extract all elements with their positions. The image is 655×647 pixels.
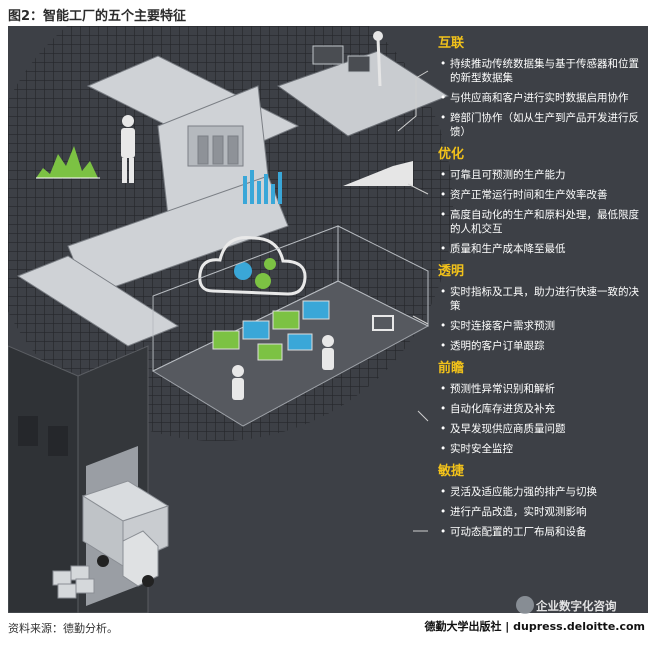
section-agile: 敏捷 灵活及适应能力强的排产与切换 进行产品改造，实时观测影响 可动态配置的工厂… <box>438 462 643 539</box>
callout-lines <box>397 70 429 532</box>
list-item: 实时连接客户需求预测 <box>438 319 643 333</box>
smart-factory-illustration <box>8 26 453 613</box>
list-item: 实时安全监控 <box>438 442 643 456</box>
list-item: 质量和生产成本降至最低 <box>438 242 643 256</box>
section-title: 透明 <box>438 264 465 279</box>
section-title: 前瞻 <box>438 361 465 376</box>
stacked-boxes <box>52 565 95 599</box>
list-item: 预测性异常识别和解析 <box>438 382 643 396</box>
white-trend-chart <box>343 161 413 186</box>
control-room <box>151 225 430 427</box>
watermark-logo-icon <box>516 596 534 614</box>
cloud-icon <box>198 235 307 296</box>
list-item: 自动化库存进货及补充 <box>438 402 643 416</box>
office-platform <box>276 31 450 137</box>
section-transparent: 透明 实时指标及工具，助力进行快速一致的决策 实时连接客户需求预测 透明的客户订… <box>438 262 643 353</box>
list-item: 跨部门协作（如从生产到产品开发进行反馈） <box>438 111 643 139</box>
worker-figure <box>121 115 135 183</box>
figure-title: 图2：智能工厂的五个主要特征 <box>8 9 187 24</box>
section-connected: 互联 持续推动传统数据集与基于传感器和位置的新型数据集 与供应商和客户进行实时数… <box>438 34 643 139</box>
list-item: 与供应商和客户进行实时数据启用协作 <box>438 91 643 105</box>
list-item: 高度自动化的生产和原料处理，最低限度的人机交互 <box>438 208 643 236</box>
production-line <box>16 55 300 347</box>
list-item: 透明的客户订单跟踪 <box>438 339 643 353</box>
delivery-truck <box>81 480 170 587</box>
list-item: 可靠且可预测的生产能力 <box>438 168 643 182</box>
list-item: 及早发现供应商质量问题 <box>438 422 643 436</box>
list-item: 灵活及适应能力强的排产与切换 <box>438 485 643 499</box>
section-title: 敏捷 <box>438 464 465 479</box>
list-item: 进行产品改造，实时观测影响 <box>438 505 643 519</box>
feature-legend: 互联 持续推动传统数据集与基于传感器和位置的新型数据集 与供应商和客户进行实时数… <box>438 34 643 545</box>
source-note: 资料来源：德勤分析。 <box>8 622 118 635</box>
list-item: 可动态配置的工厂布局和设备 <box>438 525 643 539</box>
section-optimized: 优化 可靠且可预测的生产能力 资产正常运行时间和生产效率改善 高度自动化的生产和… <box>438 145 643 256</box>
watermark-text: 企业数字化咨询 <box>536 599 617 613</box>
list-item: 资产正常运行时间和生产效率改善 <box>438 188 643 202</box>
blue-data-bars <box>243 170 282 204</box>
green-data-chart <box>36 146 100 179</box>
section-proactive: 前瞻 预测性异常识别和解析 自动化库存进货及补充 及早发现供应商质量问题 实时安… <box>438 359 643 456</box>
section-title: 优化 <box>438 147 465 162</box>
list-item: 持续推动传统数据集与基于传感器和位置的新型数据集 <box>438 57 643 85</box>
publisher-credit: 德勤大学出版社 | dupress.deloitte.com <box>424 620 645 633</box>
illustration-panel: 互联 持续推动传统数据集与基于传感器和位置的新型数据集 与供应商和客户进行实时数… <box>8 26 648 613</box>
section-title: 互联 <box>438 36 465 51</box>
list-item: 实时指标及工具，助力进行快速一致的决策 <box>438 285 643 313</box>
